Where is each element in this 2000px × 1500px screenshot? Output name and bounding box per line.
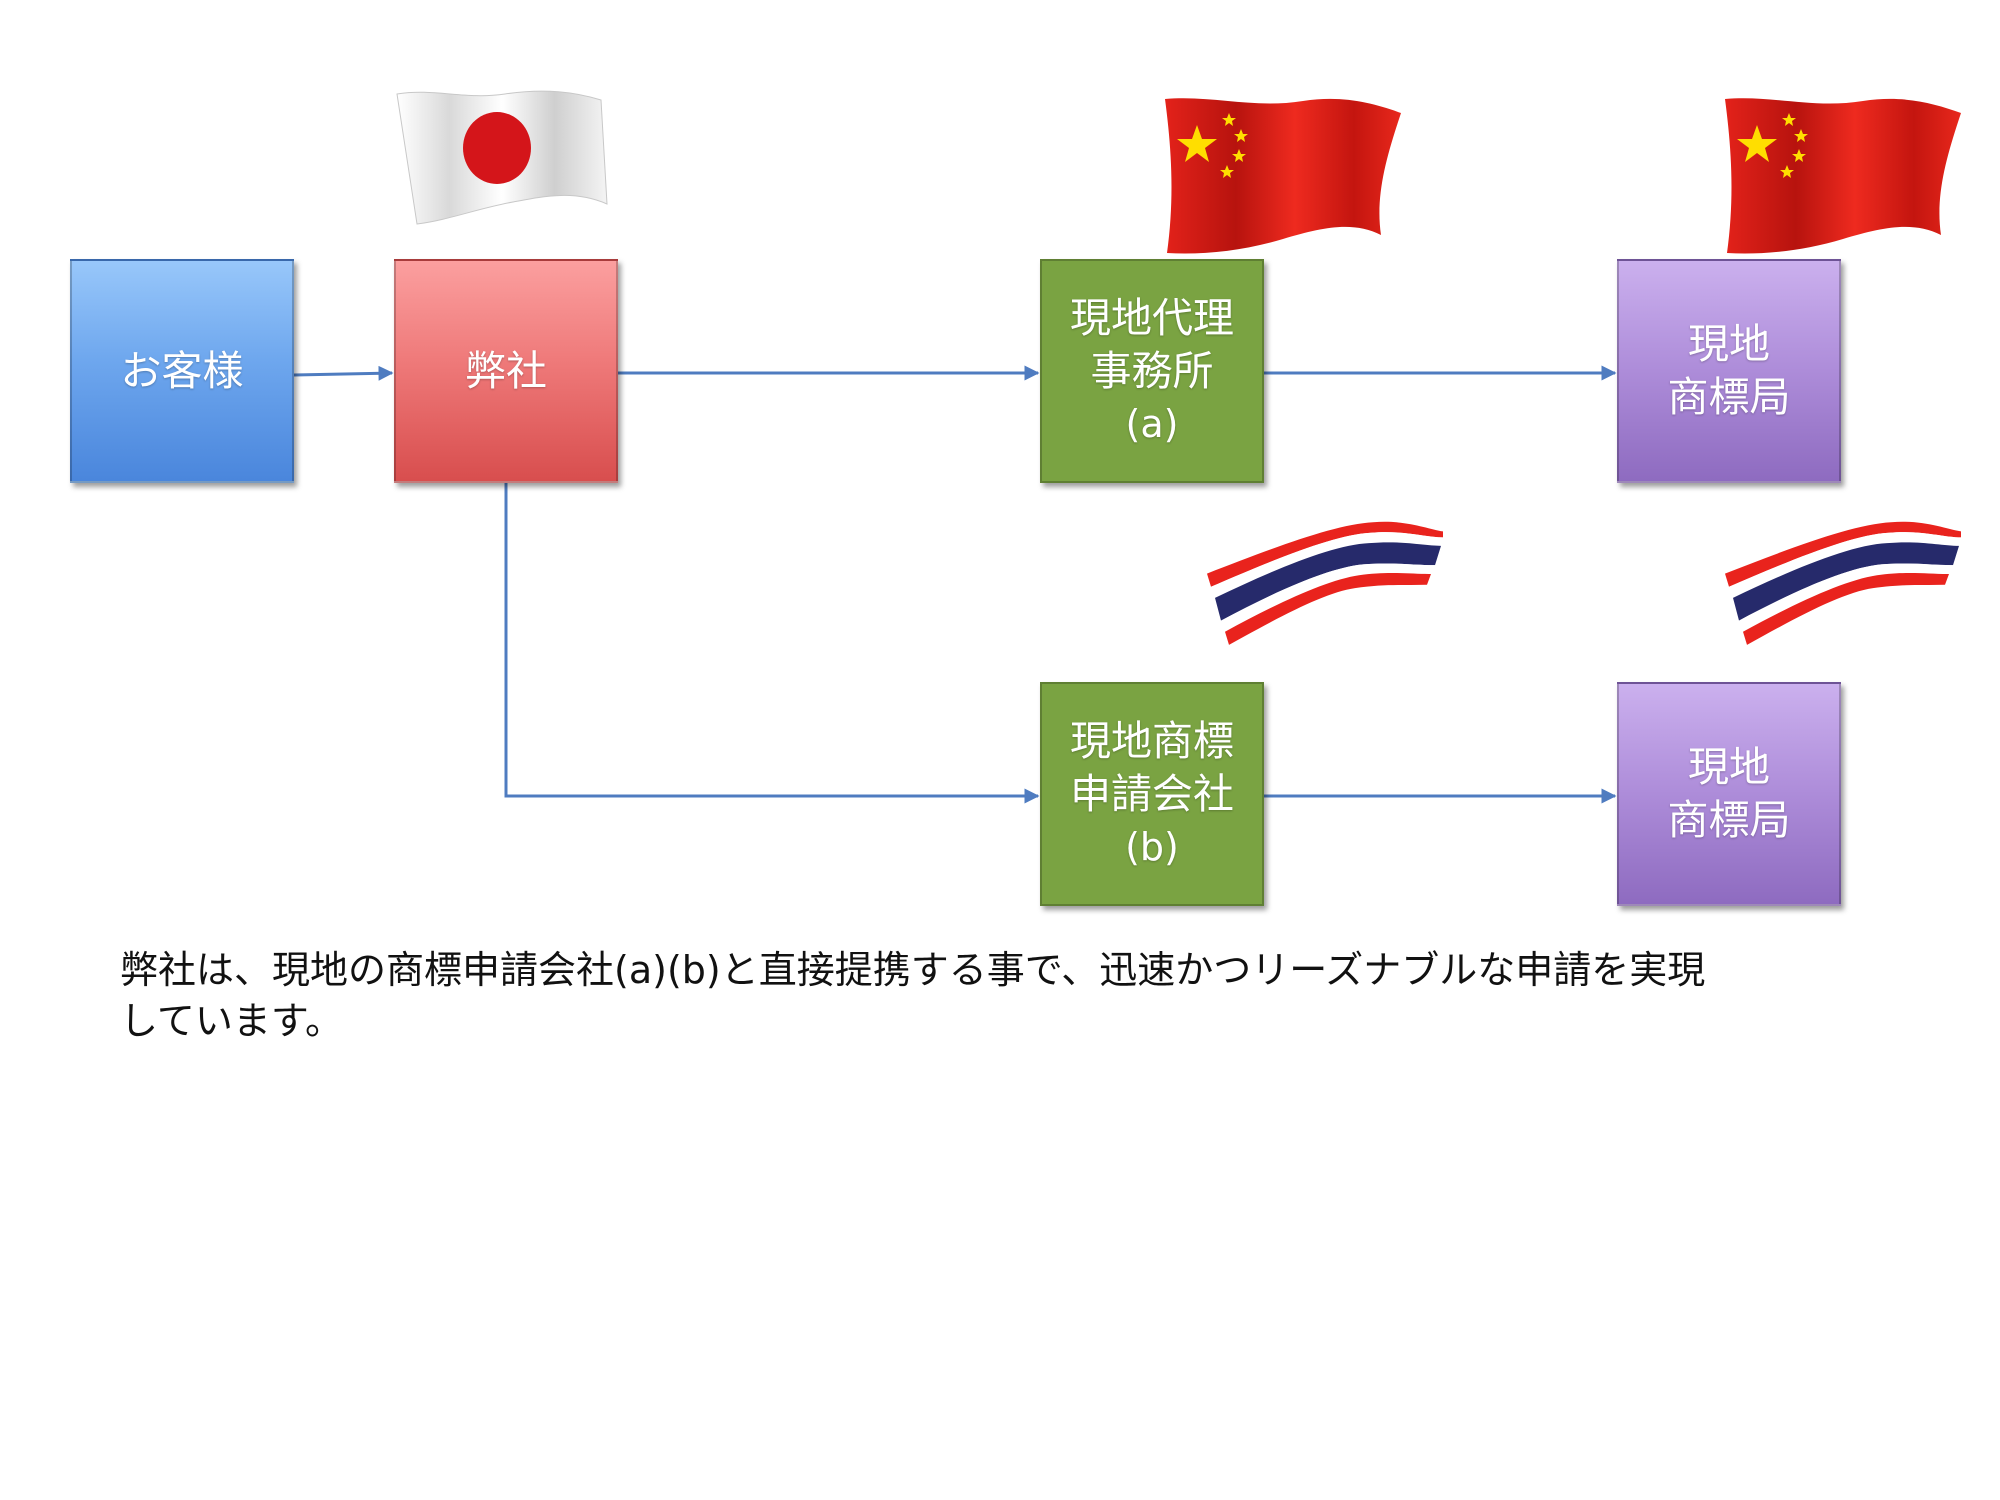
japan-flag-icon bbox=[396, 90, 608, 225]
china-flag-icon bbox=[1165, 98, 1401, 254]
our-firm-node: 弊社 bbox=[394, 259, 618, 483]
thailand-flag-icon bbox=[1207, 521, 1443, 645]
caption-line-2: しています。 bbox=[120, 999, 344, 1043]
thailand-flag-icon bbox=[1725, 521, 1961, 645]
local-agent-label-line1: 現地代理 bbox=[1070, 293, 1234, 342]
caption-text: 弊社は、現地の商標申請会社(a)(b)と直接提携する事で、迅速かつリーズナブルな… bbox=[120, 945, 1860, 1047]
arrow-customer-to-firm bbox=[293, 365, 394, 381]
trademark-office-a-node: 現地 商標局 bbox=[1617, 259, 1841, 483]
trademark-office-b-line1: 現地 bbox=[1688, 743, 1770, 791]
china-flag-icon bbox=[1725, 98, 1961, 254]
local-filing-company-node: 現地商標 申請会社 (b) bbox=[1040, 682, 1264, 906]
local-filing-company-line2: 申請会社 bbox=[1070, 769, 1234, 818]
local-agent-label-line3: (a) bbox=[1125, 401, 1179, 446]
customer-node: お客様 bbox=[70, 259, 294, 483]
trademark-office-b-node: 現地 商標局 bbox=[1617, 682, 1841, 906]
trademark-office-b-line2: 商標局 bbox=[1667, 796, 1791, 844]
our-firm-label: 弊社 bbox=[465, 346, 547, 395]
local-agent-label-line2: 事務所 bbox=[1090, 346, 1214, 395]
trademark-office-a-line2: 商標局 bbox=[1667, 373, 1791, 421]
trademark-office-a-line1: 現地 bbox=[1688, 320, 1770, 368]
local-filing-company-line1: 現地商標 bbox=[1070, 716, 1234, 765]
arrow-firm-to-company bbox=[504, 483, 1040, 804]
customer-label: お客様 bbox=[120, 346, 244, 395]
caption-line-1: 弊社は、現地の商標申請会社(a)(b)と直接提携する事で、迅速かつリーズナブルな… bbox=[120, 948, 1706, 992]
local-agent-node: 現地代理 事務所 (a) bbox=[1040, 259, 1264, 483]
local-filing-company-line3: (b) bbox=[1125, 824, 1179, 869]
